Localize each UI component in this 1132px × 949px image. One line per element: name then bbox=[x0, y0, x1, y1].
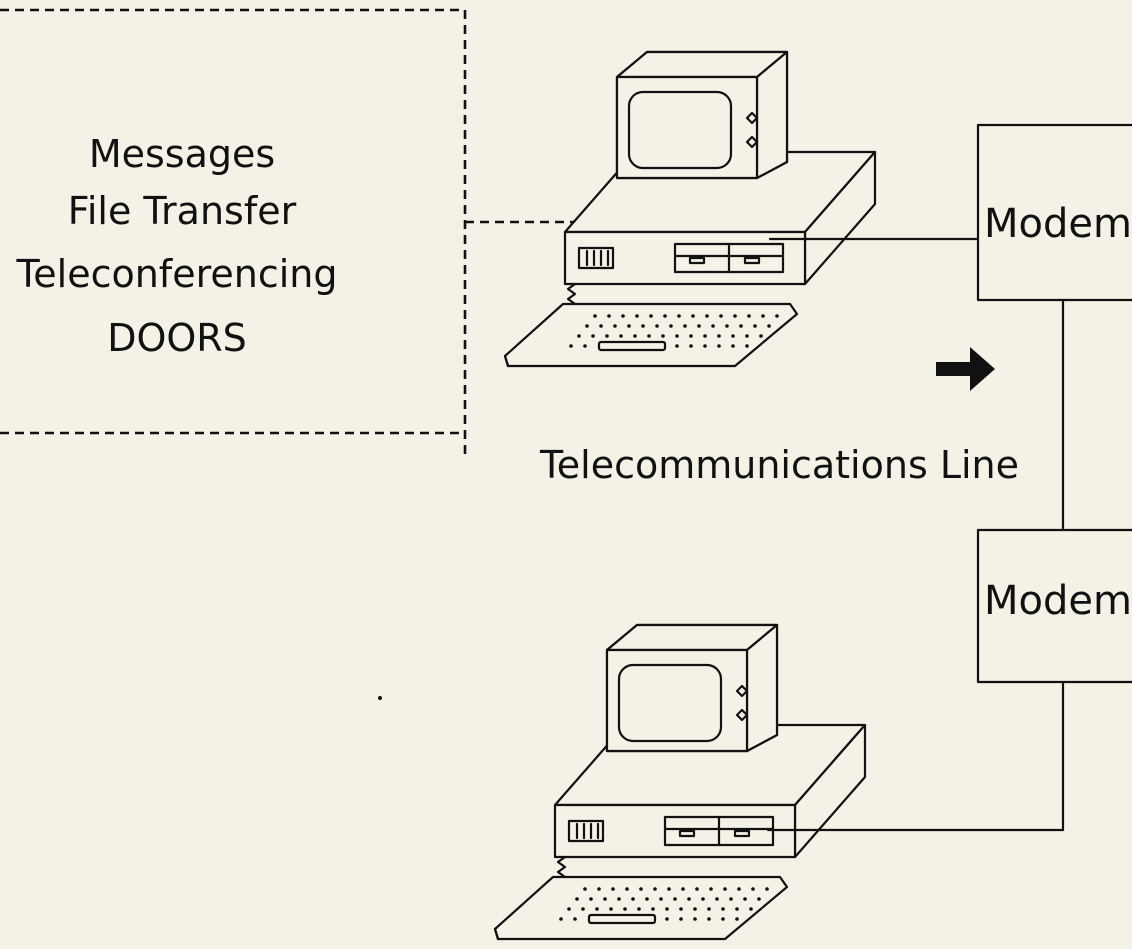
desktop-computer-top-icon bbox=[503, 50, 877, 368]
desktop-computer-bottom-icon bbox=[493, 623, 867, 941]
right-arrow-icon bbox=[936, 347, 995, 391]
telecommunications-line-label: Telecommunications Line bbox=[539, 443, 1019, 487]
service-teleconferencing: Teleconferencing bbox=[16, 252, 338, 296]
service-doors: DOORS bbox=[107, 316, 247, 360]
telecommunications-line bbox=[766, 237, 1065, 832]
modem-bottom-label: Modem bbox=[984, 578, 1132, 624]
service-file-transfer: File Transfer bbox=[68, 189, 297, 233]
modem-bottom: Modem bbox=[976, 528, 1132, 684]
modem-top: Modem bbox=[976, 123, 1132, 302]
stray-dot bbox=[378, 696, 382, 700]
service-messages: Messages bbox=[89, 132, 275, 176]
modem-top-label: Modem bbox=[984, 201, 1132, 247]
